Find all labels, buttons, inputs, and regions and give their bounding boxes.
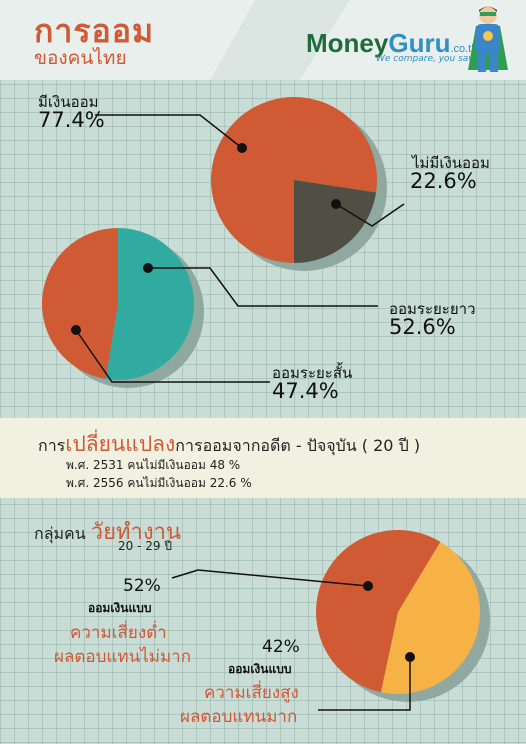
header-fold-shape xyxy=(210,0,350,80)
change-band xyxy=(0,418,526,498)
working-age-range: 20 - 29 ปี xyxy=(118,539,172,553)
change-band-prefix: การ xyxy=(38,436,66,455)
working-age-prefix: กลุ่มคน xyxy=(34,524,91,543)
leader-no-savings-dot xyxy=(331,199,341,209)
leader-has-savings-dot xyxy=(237,143,247,153)
change-band-suffix: การออมจากอดีต - ปัจจุบัน ( 20 ปี ) xyxy=(175,436,421,455)
pie-saving-term xyxy=(41,227,204,388)
pie-working-age xyxy=(316,530,490,702)
label-no-savings: ไม่มีเงินออม xyxy=(412,154,490,172)
change-band-highlight: เปลี่ยนแปลง xyxy=(65,432,176,456)
logo-domain: .co.th xyxy=(450,43,478,55)
leader-short-term-dot xyxy=(71,325,81,335)
page-subtitle: ของคนไทย xyxy=(34,47,127,69)
value-has-savings: 77.4% xyxy=(38,108,105,132)
leader-long-term-dot xyxy=(143,263,153,273)
value-short-term: 47.4% xyxy=(272,379,339,403)
leader-no-savings-line xyxy=(335,203,405,227)
pie1-slice-has-savings xyxy=(211,97,378,263)
leader-low-risk-line xyxy=(171,569,369,587)
change-line-2531: พ.ศ. 2531 คนไม่มีเงินออม 48 % xyxy=(66,458,241,472)
leader-lines xyxy=(71,114,415,711)
logo-part-guru: Guru xyxy=(388,28,451,58)
type-high-risk: ออมเงินแบบ xyxy=(228,662,292,676)
superhero-mascot-icon xyxy=(468,6,508,72)
desc-low-risk-1: ความเสี่ยงต่ำ xyxy=(70,623,167,643)
type-low-risk: ออมเงินแบบ xyxy=(88,601,152,615)
working-age-highlight: วัยทำงาน xyxy=(90,520,181,545)
desc-low-risk-2: ผลตอบแทนไม่มาก xyxy=(54,647,192,667)
value-low-risk: 52% xyxy=(123,576,161,596)
leader-long-term-line xyxy=(148,267,378,307)
change-line-2556: พ.ศ. 2556 คนไม่มีเงินออม 22.6 % xyxy=(66,476,252,490)
logo-tagline: We compare, you save xyxy=(376,54,480,64)
label-has-savings: มีเงินออม xyxy=(38,93,99,111)
leader-high-risk-dot xyxy=(405,652,415,662)
pie2-slice-short-term xyxy=(41,227,118,379)
change-band-title: การเปลี่ยนแปลงการออมจากอดีต - ปัจจุบัน (… xyxy=(38,428,420,461)
label-short-term: ออมระยะสั้น xyxy=(272,364,353,382)
pie1-slice-no-savings xyxy=(294,180,377,263)
pie-savings xyxy=(211,97,387,271)
value-long-term: 52.6% xyxy=(389,315,456,339)
moneyguru-logo: MoneyGuru.co.th xyxy=(306,28,477,59)
leader-has-savings-line xyxy=(95,114,243,149)
label-long-term: ออมระยะยาว xyxy=(389,300,476,318)
value-high-risk: 42% xyxy=(262,637,300,657)
value-no-savings: 22.6% xyxy=(410,169,477,193)
pie3-slice-low-risk xyxy=(316,530,441,693)
leader-high-risk-line xyxy=(318,657,411,711)
page-title: การออม xyxy=(34,12,155,50)
leader-short-term-line xyxy=(75,329,270,383)
desc-high-risk-1: ความเสี่ยงสูง xyxy=(204,683,299,703)
desc-high-risk-2: ผลตอบแทนมาก xyxy=(180,707,298,727)
leader-low-risk-dot xyxy=(363,581,373,591)
logo-part-money: Money xyxy=(306,28,389,58)
working-age-title: กลุ่มคน วัยทำงาน xyxy=(34,514,181,549)
pie2-slice-long-term xyxy=(105,228,194,380)
